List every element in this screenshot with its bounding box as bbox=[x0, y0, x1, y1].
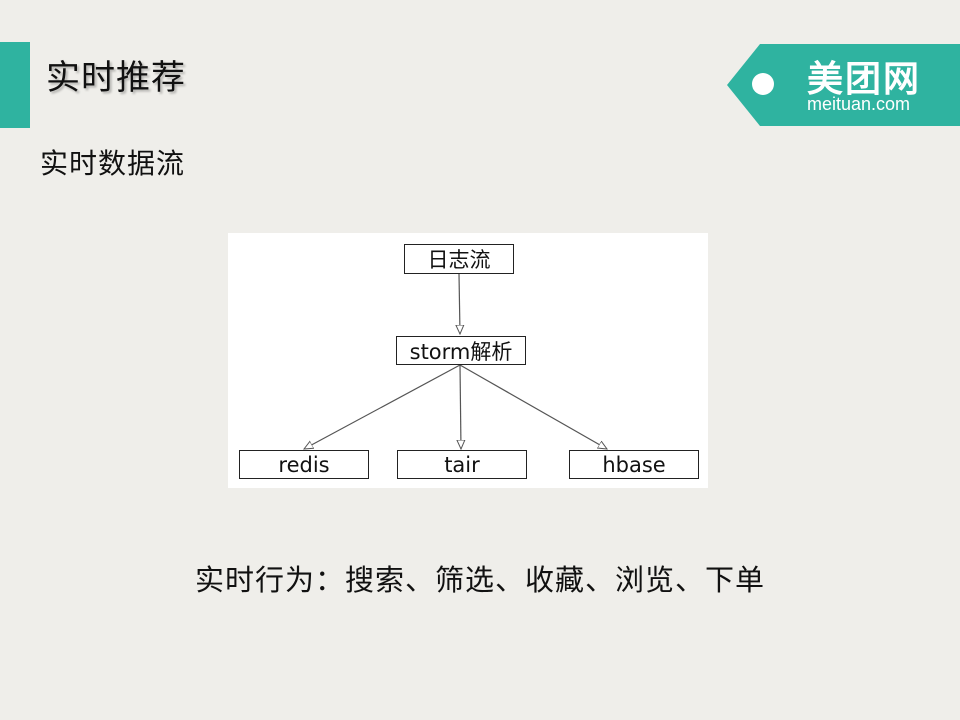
diagram-connectors bbox=[228, 273, 708, 488]
node-storm-parse: storm解析 bbox=[396, 336, 526, 365]
node-log-stream: 日志流 bbox=[404, 244, 514, 274]
realtime-behaviors-caption: 实时行为：搜索、筛选、收藏、浏览、下单 bbox=[194, 563, 765, 597]
node-hbase: hbase bbox=[569, 450, 699, 479]
data-flow-diagram: 日志流 storm解析 redis tair hbase bbox=[228, 233, 708, 488]
edge-storm-to-redis bbox=[304, 364, 461, 449]
title-accent-bar bbox=[0, 42, 30, 128]
logo-title: 美团网 bbox=[807, 59, 922, 100]
edge-storm-to-hbase bbox=[459, 364, 607, 449]
logo-badge-shape bbox=[727, 44, 960, 126]
slide-title: 实时推荐 bbox=[46, 58, 186, 98]
meituan-logo: 美团网 meituan.com bbox=[727, 44, 960, 126]
logo-url: meituan.com bbox=[807, 94, 911, 114]
edge-log-to-storm bbox=[459, 273, 460, 334]
edge-storm-to-tair bbox=[460, 364, 461, 449]
node-tair: tair bbox=[397, 450, 527, 479]
section-subtitle: 实时数据流 bbox=[40, 147, 186, 180]
node-redis: redis bbox=[239, 450, 369, 479]
